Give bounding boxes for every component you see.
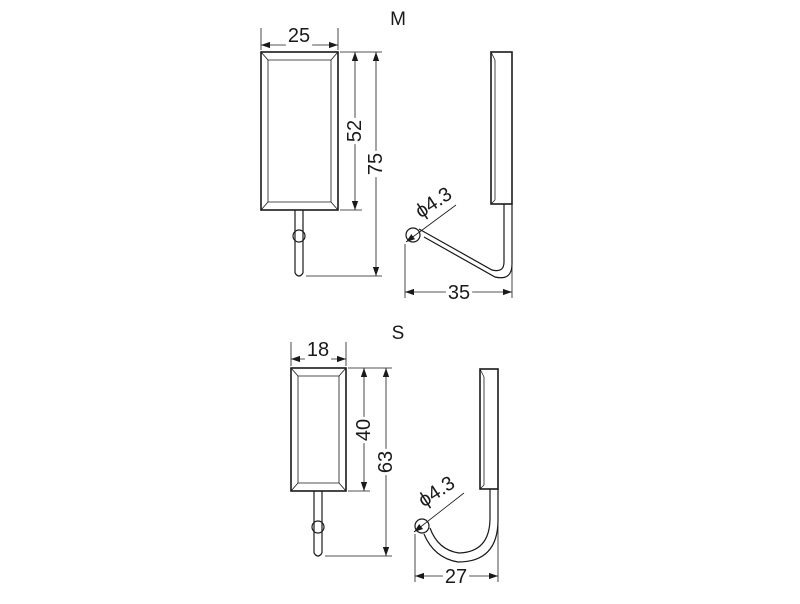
width-dimension-s: 18 <box>307 339 329 361</box>
hook-m: M 25 52 <box>260 9 513 304</box>
dim-depth-m: 35 <box>404 206 513 304</box>
hook-knob-m <box>292 229 306 243</box>
hook-arm-outer-s <box>423 489 499 563</box>
dimension-text-backing <box>366 150 386 178</box>
hook-m-side-view <box>405 51 513 279</box>
dim-diameter-m: ϕ4.3 <box>405 182 458 243</box>
dimension-text-backing <box>354 416 374 444</box>
hook-arm-inner-s <box>429 489 491 554</box>
size-label-s: S <box>392 323 405 344</box>
hook-knob-s <box>311 520 325 534</box>
side-plate-s <box>479 368 499 490</box>
hook-arm-outer-m <box>423 204 513 279</box>
dimension-text-backing <box>442 567 470 587</box>
total-height-dimension-m: 75 <box>365 153 387 175</box>
dimension-text-backing <box>413 471 461 513</box>
dim-width-s: 18 <box>290 339 347 366</box>
plate-bevel-m <box>267 59 332 203</box>
plate-outline-s <box>290 367 347 492</box>
plate-bevel-s <box>297 375 340 484</box>
dimension-text-backing <box>304 340 332 360</box>
hook-tip-m <box>405 227 421 243</box>
plate-outline-m <box>260 51 339 211</box>
hook-m-front-view <box>260 51 339 277</box>
dim-height-m: 52 75 <box>306 51 387 277</box>
hook-s-front-view <box>290 367 347 557</box>
dimension-text-backing <box>445 283 473 303</box>
side-plate-m <box>490 51 513 205</box>
width-dimension-m: 25 <box>288 25 310 47</box>
dimension-text-backing <box>376 448 396 476</box>
plate-height-dimension-m: 52 <box>344 120 366 142</box>
total-height-dimension-s: 63 <box>375 451 397 473</box>
hook-arm-inner-m <box>418 204 505 272</box>
dimension-text-backing <box>410 182 458 224</box>
dim-diameter-s: ϕ4.3 <box>413 471 465 533</box>
dimension-text-backing <box>345 117 365 145</box>
plate-height-dimension-s: 40 <box>353 419 375 441</box>
depth-dimension-s: 27 <box>445 566 467 588</box>
depth-dimension-m: 35 <box>448 282 470 304</box>
size-label-m: M <box>390 9 406 30</box>
dim-width-m: 25 <box>260 25 339 50</box>
dimension-text-backing <box>285 26 313 46</box>
hook-s-side-view <box>414 368 499 563</box>
hook-s: S 18 40 63 <box>290 323 499 588</box>
dim-depth-s: 27 <box>414 491 499 588</box>
dim-height-s: 40 63 <box>325 367 397 557</box>
